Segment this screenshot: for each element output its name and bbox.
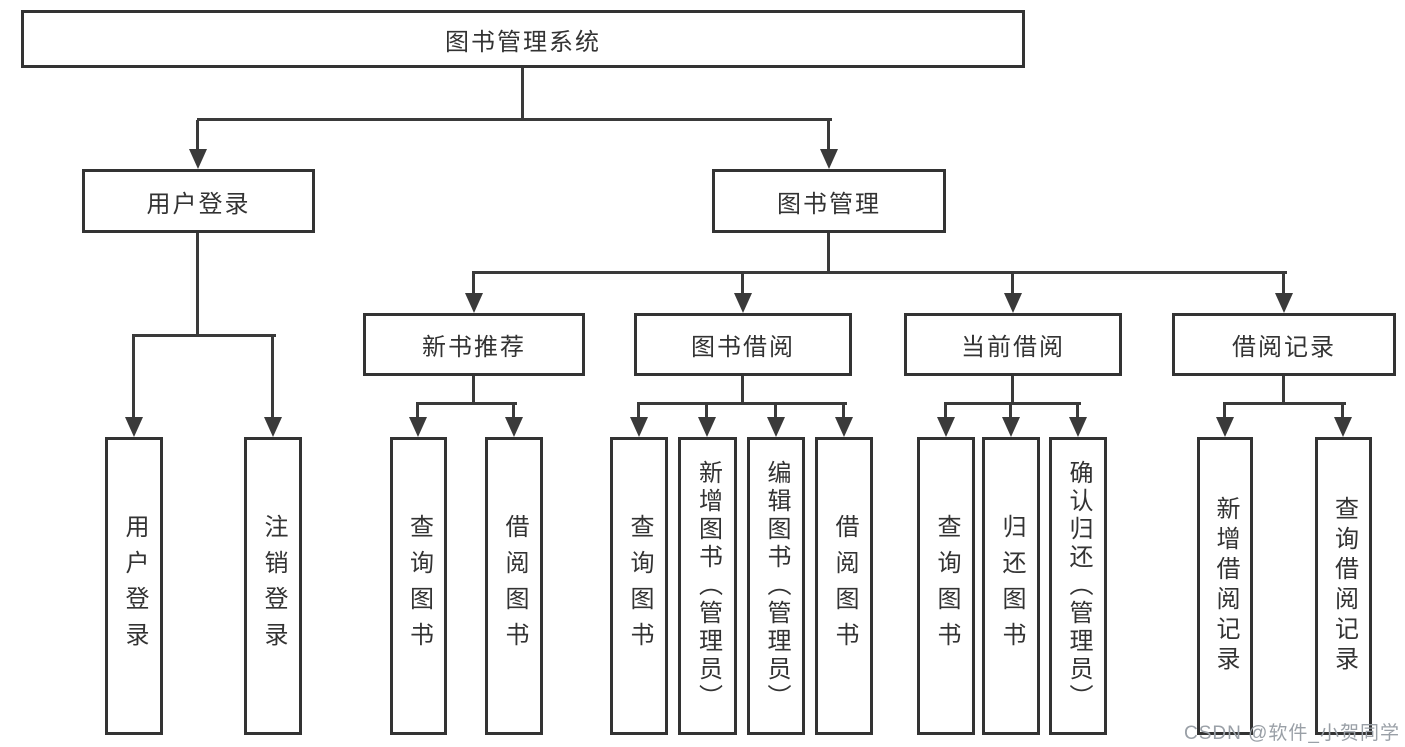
connector-line bbox=[944, 402, 1081, 405]
connector-line bbox=[472, 271, 1287, 274]
leaf-label: 查询图书 bbox=[626, 514, 653, 658]
node-root-system: 图书管理系统 bbox=[21, 10, 1025, 68]
leaf-label: 查询图书 bbox=[933, 514, 960, 658]
connector-line bbox=[827, 120, 830, 151]
leaf-label: 借阅图书 bbox=[831, 514, 858, 658]
connector-line bbox=[705, 404, 708, 418]
connector-line bbox=[741, 376, 744, 405]
leaf-label: 查询借阅记录 bbox=[1330, 496, 1358, 676]
connector-line bbox=[827, 233, 830, 274]
arrowhead-icon bbox=[937, 417, 955, 437]
arrowhead-icon bbox=[465, 293, 483, 313]
arrowhead-icon bbox=[835, 417, 853, 437]
node-book-management: 图书管理 bbox=[712, 169, 946, 233]
node-label: 新书推荐 bbox=[422, 334, 526, 361]
connector-line bbox=[1341, 404, 1344, 418]
leaf-borrow-query: 查询图书 bbox=[610, 437, 668, 735]
connector-line bbox=[1011, 376, 1014, 405]
node-current-borrow: 当前借阅 bbox=[904, 313, 1122, 376]
connector-line bbox=[637, 404, 640, 418]
leaf-user-login: 用户登录 bbox=[105, 437, 163, 735]
arrowhead-icon bbox=[1334, 417, 1352, 437]
leaf-label: 查询图书 bbox=[405, 514, 433, 658]
connector-line bbox=[637, 402, 847, 405]
node-new-book-recommend: 新书推荐 bbox=[363, 313, 585, 376]
arrowhead-icon bbox=[767, 417, 785, 437]
leaf-logout: 注销登录 bbox=[244, 437, 302, 735]
node-borrow-records: 借阅记录 bbox=[1172, 313, 1396, 376]
connector-line bbox=[132, 334, 276, 337]
leaf-records-add: 新增借阅记录 bbox=[1197, 437, 1253, 735]
connector-line bbox=[1011, 273, 1014, 295]
arrowhead-icon bbox=[125, 417, 143, 437]
connector-line bbox=[196, 233, 199, 337]
leaf-label: 借阅图书 bbox=[501, 514, 528, 658]
node-label: 借阅记录 bbox=[1232, 334, 1336, 361]
arrowhead-icon bbox=[189, 149, 207, 169]
connector-line bbox=[1282, 273, 1285, 295]
connector-line bbox=[416, 402, 517, 405]
node-book-borrow: 图书借阅 bbox=[634, 313, 852, 376]
arrowhead-icon bbox=[505, 417, 523, 437]
leaf-label: 用户登录 bbox=[121, 514, 148, 658]
connector-line bbox=[512, 404, 515, 418]
connector-line bbox=[416, 404, 419, 418]
node-label: 当前借阅 bbox=[961, 334, 1065, 361]
connector-line bbox=[1009, 404, 1012, 418]
leaf-borrow-edit-admin: 编辑图书（管理员） bbox=[747, 437, 805, 735]
connector-line bbox=[774, 404, 777, 418]
connector-line bbox=[271, 336, 274, 418]
leaf-borrow-add-admin: 新增图书（管理员） bbox=[678, 437, 737, 735]
leaf-label: 新增图书（管理员） bbox=[694, 460, 722, 712]
arrowhead-icon bbox=[820, 149, 838, 169]
connector-line bbox=[741, 273, 744, 295]
arrowhead-icon bbox=[698, 417, 716, 437]
leaf-current-return: 归还图书 bbox=[982, 437, 1040, 735]
node-label: 图书管理系统 bbox=[445, 28, 601, 56]
arrowhead-icon bbox=[1002, 417, 1020, 437]
connector-line bbox=[1076, 404, 1079, 418]
arrowhead-icon bbox=[1069, 417, 1087, 437]
leaf-current-query: 查询图书 bbox=[917, 437, 975, 735]
leaf-newbook-query: 查询图书 bbox=[390, 437, 447, 735]
connector-line bbox=[197, 118, 832, 121]
connector-line bbox=[1223, 404, 1226, 418]
connector-line bbox=[944, 404, 947, 418]
watermark: CSDN @软件_小贺同学 bbox=[1184, 723, 1400, 744]
leaf-label: 确认归还（管理员） bbox=[1065, 460, 1092, 712]
leaf-label: 归还图书 bbox=[998, 514, 1025, 658]
leaf-records-query: 查询借阅记录 bbox=[1315, 437, 1372, 735]
node-label: 图书借阅 bbox=[691, 334, 795, 361]
leaf-newbook-borrow: 借阅图书 bbox=[485, 437, 543, 735]
leaf-label: 新增借阅记录 bbox=[1212, 496, 1239, 676]
connector-line bbox=[1223, 402, 1346, 405]
connector-line bbox=[1282, 376, 1285, 405]
arrowhead-icon bbox=[1275, 293, 1293, 313]
connector-line bbox=[132, 336, 135, 418]
node-label: 用户登录 bbox=[146, 190, 251, 218]
arrowhead-icon bbox=[264, 417, 282, 437]
node-label: 图书管理 bbox=[777, 190, 881, 218]
connector-line bbox=[472, 376, 475, 405]
arrowhead-icon bbox=[734, 293, 752, 313]
connector-line bbox=[196, 120, 199, 151]
arrowhead-icon bbox=[409, 417, 427, 437]
leaf-label: 编辑图书（管理员） bbox=[763, 460, 790, 712]
node-user-login: 用户登录 bbox=[82, 169, 315, 233]
leaf-label: 注销登录 bbox=[260, 514, 287, 658]
connector-line bbox=[472, 273, 475, 295]
connector-line bbox=[521, 68, 524, 120]
arrowhead-icon bbox=[1004, 293, 1022, 313]
connector-line bbox=[842, 404, 845, 418]
arrowhead-icon bbox=[630, 417, 648, 437]
leaf-current-confirm-admin: 确认归还（管理员） bbox=[1049, 437, 1107, 735]
leaf-borrow-borrow: 借阅图书 bbox=[815, 437, 873, 735]
arrowhead-icon bbox=[1216, 417, 1234, 437]
